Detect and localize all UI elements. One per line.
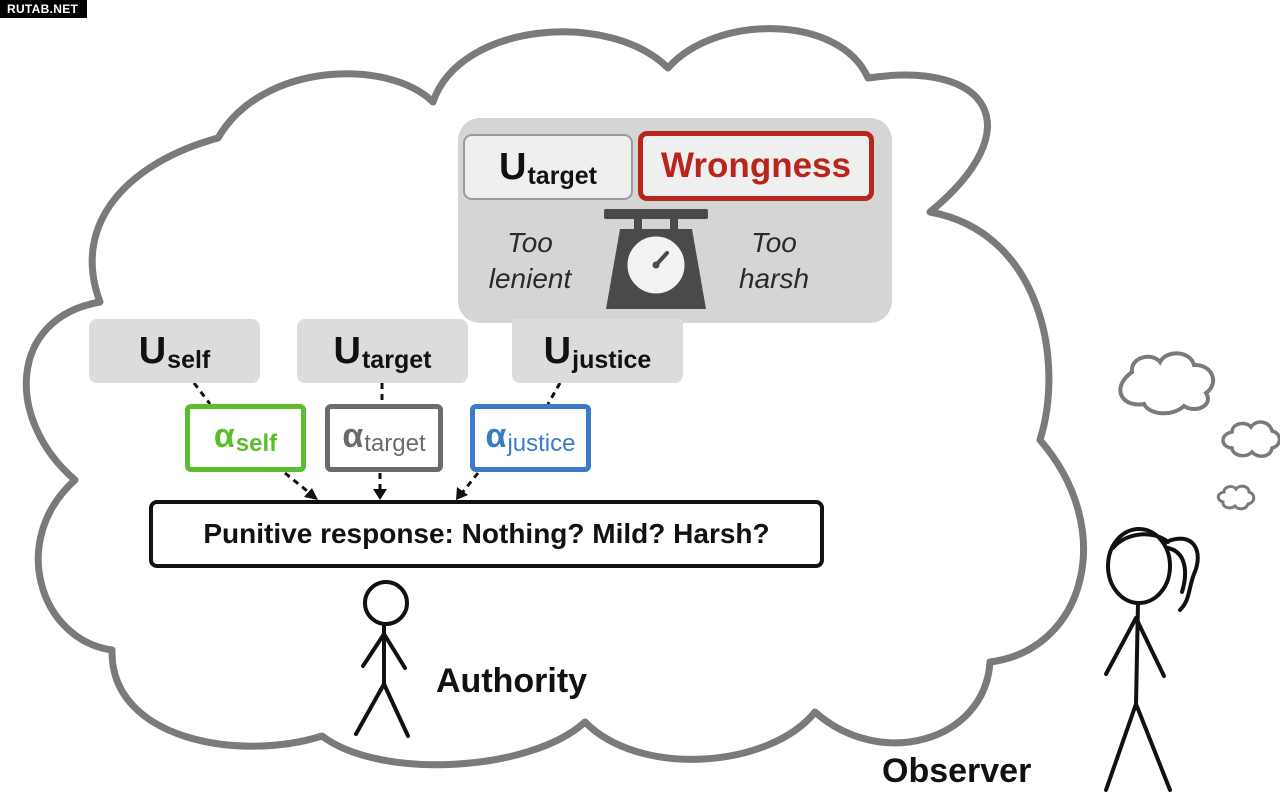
connector-arrowheads	[304, 487, 468, 500]
punitive-response-box: Punitive response: Nothing? Mild? Harsh?	[149, 500, 824, 568]
watermark-label: RUTAB.NET	[0, 0, 88, 18]
thought-bubble-large	[1118, 351, 1216, 416]
alpha-target-main: α	[342, 416, 364, 455]
u-target-scale-main: U	[499, 145, 527, 188]
too-lenient-text: Too lenient	[470, 225, 590, 297]
alpha-justice-sub: justice	[507, 430, 576, 457]
too-lenient-line-2: lenient	[488, 263, 572, 294]
too-harsh-text: Too harsh	[714, 225, 834, 297]
authority-label: Authority	[436, 662, 588, 700]
too-harsh-line-2: harsh	[738, 263, 810, 294]
u-self-sub: self	[167, 345, 211, 374]
weighing-scale-icon	[604, 209, 708, 309]
observer-figure	[1104, 527, 1200, 792]
thought-bubble-medium	[1221, 420, 1280, 458]
too-harsh-line-1: Too	[751, 227, 797, 258]
thought-bubble-small	[1216, 484, 1256, 511]
u-justice-main: U	[543, 329, 572, 372]
u-self-main: U	[138, 329, 167, 372]
u-target-main: U	[333, 329, 361, 372]
observer-label: Observer	[882, 752, 1032, 790]
u-justice-sub: justice	[572, 345, 652, 374]
u-target-scale-sub: target	[527, 161, 597, 190]
too-lenient-line-1: Too	[507, 227, 553, 258]
u-target-sub: target	[361, 345, 432, 374]
wrongness-box: Wrongness	[638, 131, 874, 201]
alpha-self-sub: self	[235, 430, 278, 457]
alpha-target-sub: target	[364, 430, 426, 457]
authority-figure	[354, 580, 410, 738]
alpha-justice-main: α	[485, 416, 507, 455]
alpha-self-main: α	[213, 416, 235, 455]
